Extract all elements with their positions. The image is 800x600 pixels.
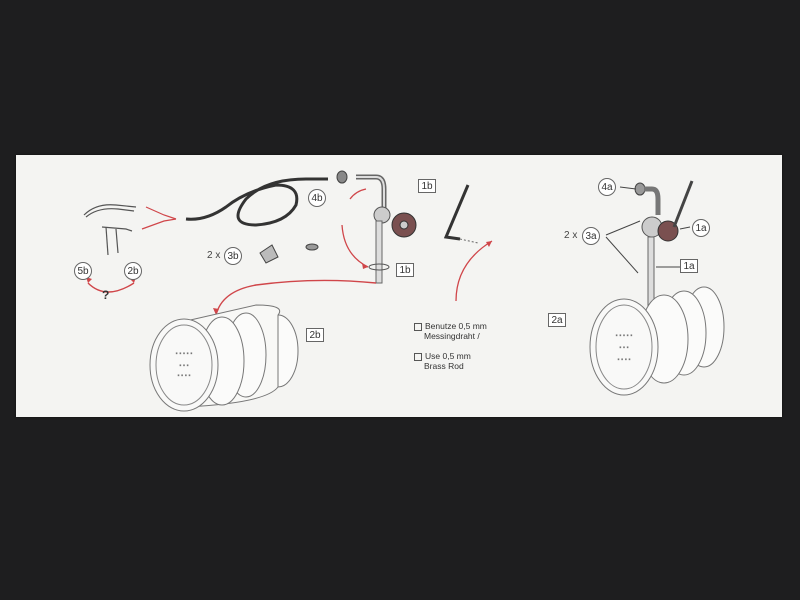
label-1b-mid: 1b xyxy=(396,263,414,277)
red-arrow-rod xyxy=(455,240,493,302)
svg-text:· · · · ·: · · · · · xyxy=(176,351,193,357)
right-leader-lines xyxy=(605,186,691,274)
note-de-line2: Messingdraht / xyxy=(424,331,480,341)
label-3b-prefix: 2 x xyxy=(207,250,221,261)
swap-arrow-lower xyxy=(87,282,135,293)
note-english: Use 0,5 mm Brass Rod xyxy=(414,351,471,371)
label-2a: 2a xyxy=(548,313,566,327)
label-2b-left: 2b xyxy=(124,262,142,280)
label-3b: 3b xyxy=(224,247,242,265)
note-bullet-icon xyxy=(414,352,422,361)
label-2b-box: 2b xyxy=(306,328,324,342)
label-4a: 4a xyxy=(598,178,616,196)
note-bullet-icon xyxy=(414,322,422,331)
hose-drawing xyxy=(185,177,328,227)
svg-text:· · · · ·: · · · · · xyxy=(616,333,633,339)
note-en-line1: Use 0,5 mm xyxy=(425,351,471,361)
svg-text:· · ·: · · · xyxy=(179,363,188,369)
note-german: Benutze 0,5 mm Messingdraht / xyxy=(414,321,487,341)
label-5b: 5b xyxy=(74,262,92,280)
red-arrow-barrel xyxy=(215,279,377,316)
svg-text:· · · ·: · · · · xyxy=(618,357,631,363)
hose-fitting-5b-drawing xyxy=(83,204,137,256)
barrel-2b-drawing: · · · · · · · · · · · · xyxy=(149,304,299,412)
barrel-2a-drawing: · · · · · · · · · · · · xyxy=(589,286,725,396)
instruction-sheet: · · · · · · · · · · · · · · · · · · · · xyxy=(16,155,782,417)
label-3a: 3a xyxy=(582,227,600,245)
red-arrow-elbow xyxy=(349,188,367,200)
red-arrow-pipe xyxy=(341,224,369,268)
label-4b: 4b xyxy=(308,189,326,207)
note-de-line1: Benutze 0,5 mm xyxy=(425,321,487,331)
red-connector-lines xyxy=(141,206,177,230)
nut-4b-drawing xyxy=(336,170,348,184)
brass-rod-drawing xyxy=(443,184,470,241)
nut-3b-drawing xyxy=(259,244,279,264)
note-en-line2: Brass Rod xyxy=(424,361,464,371)
right-rod-drawing xyxy=(672,180,694,228)
question-mark: ? xyxy=(102,288,110,302)
label-3a-prefix: 2 x xyxy=(564,230,578,241)
label-1a-box: 1a xyxy=(680,259,698,273)
assembly-diagram: · · · · · · · · · · · · · · · · · · · · xyxy=(83,170,725,412)
svg-text:· · ·: · · · xyxy=(619,345,628,351)
label-1b-top: 1b xyxy=(418,179,436,193)
label-1a-circle: 1a xyxy=(692,219,710,237)
nut-4a-drawing xyxy=(634,182,646,196)
svg-text:· · · ·: · · · · xyxy=(178,373,191,379)
right-pipe-elbow xyxy=(644,186,661,215)
pump-pipe-drawing xyxy=(375,220,383,284)
